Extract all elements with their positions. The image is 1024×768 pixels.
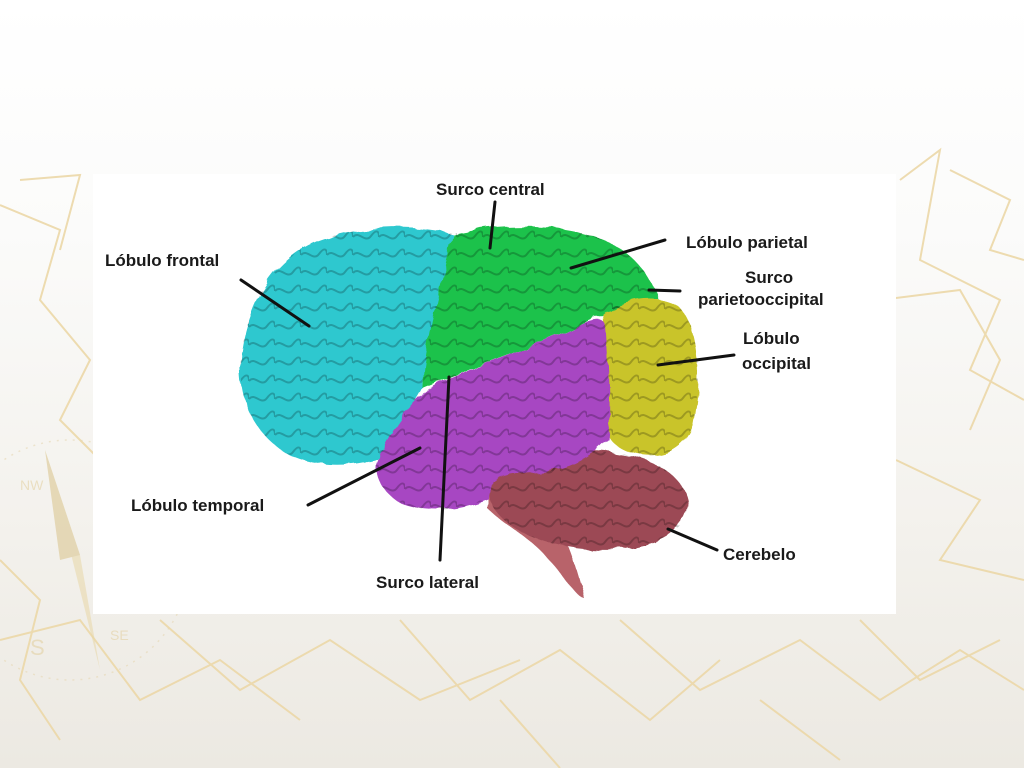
label-lobulo-occipital-line1: Lóbulo [743, 329, 800, 348]
label-lobulo-parietal: Lóbulo parietal [686, 233, 808, 252]
label-surco-lateral: Surco lateral [376, 573, 479, 592]
label-surco-central: Surco central [436, 180, 545, 199]
svg-text:SE: SE [110, 627, 129, 643]
label-cerebelo: Cerebelo [723, 545, 796, 564]
svg-text:S: S [30, 635, 45, 660]
label-surco-parietooccipital-line1: Surco [745, 268, 793, 287]
label-lobulo-temporal: Lóbulo temporal [131, 496, 264, 515]
label-lobulo-occipital-line2: occipital [742, 354, 811, 373]
compass-decoration: NW S SE [0, 439, 191, 681]
brain-diagram-panel: Surco central Lóbulo parietal Surco pari… [93, 174, 896, 614]
label-lobulo-frontal: Lóbulo frontal [105, 251, 219, 270]
label-surco-parietooccipital-line2: parietooccipital [698, 290, 824, 309]
svg-text:NW: NW [20, 477, 44, 493]
brain-diagram: Surco central Lóbulo parietal Surco pari… [105, 180, 824, 599]
leader-lines [239, 200, 736, 562]
